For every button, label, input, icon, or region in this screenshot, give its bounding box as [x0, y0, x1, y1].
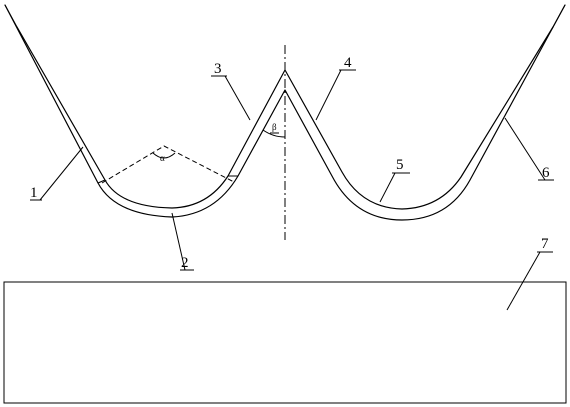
callout-label: 4 — [344, 55, 352, 71]
callout-label: 5 — [396, 157, 404, 173]
callout-3: 3 — [211, 61, 251, 121]
callout-6: 6 — [504, 117, 554, 181]
callout-label: 2 — [181, 255, 189, 271]
callout-5: 5 — [379, 157, 410, 203]
tilt-angle-symbol: β — [272, 122, 277, 132]
bend-angle-symbol: α — [160, 153, 165, 163]
callout-1: 1 — [30, 146, 84, 201]
section-boundary-left — [97, 179, 106, 184]
callout-2: 2 — [171, 212, 194, 271]
callout-7: 7 — [506, 236, 553, 311]
base-block — [3, 281, 567, 404]
callout-label: 7 — [541, 236, 549, 252]
right-tip-closure — [552, 4, 566, 28]
left-tip-closure — [4, 4, 18, 28]
callout-4: 4 — [315, 55, 356, 121]
bend-angle-construction — [101, 145, 235, 184]
bend-angle-arc — [152, 152, 176, 159]
callout-label: 3 — [214, 61, 222, 77]
strip-outer-profile — [4, 4, 566, 221]
callout-label: 1 — [30, 185, 38, 201]
callout-label: 6 — [542, 165, 550, 181]
tilt-angle-arc — [262, 129, 286, 138]
